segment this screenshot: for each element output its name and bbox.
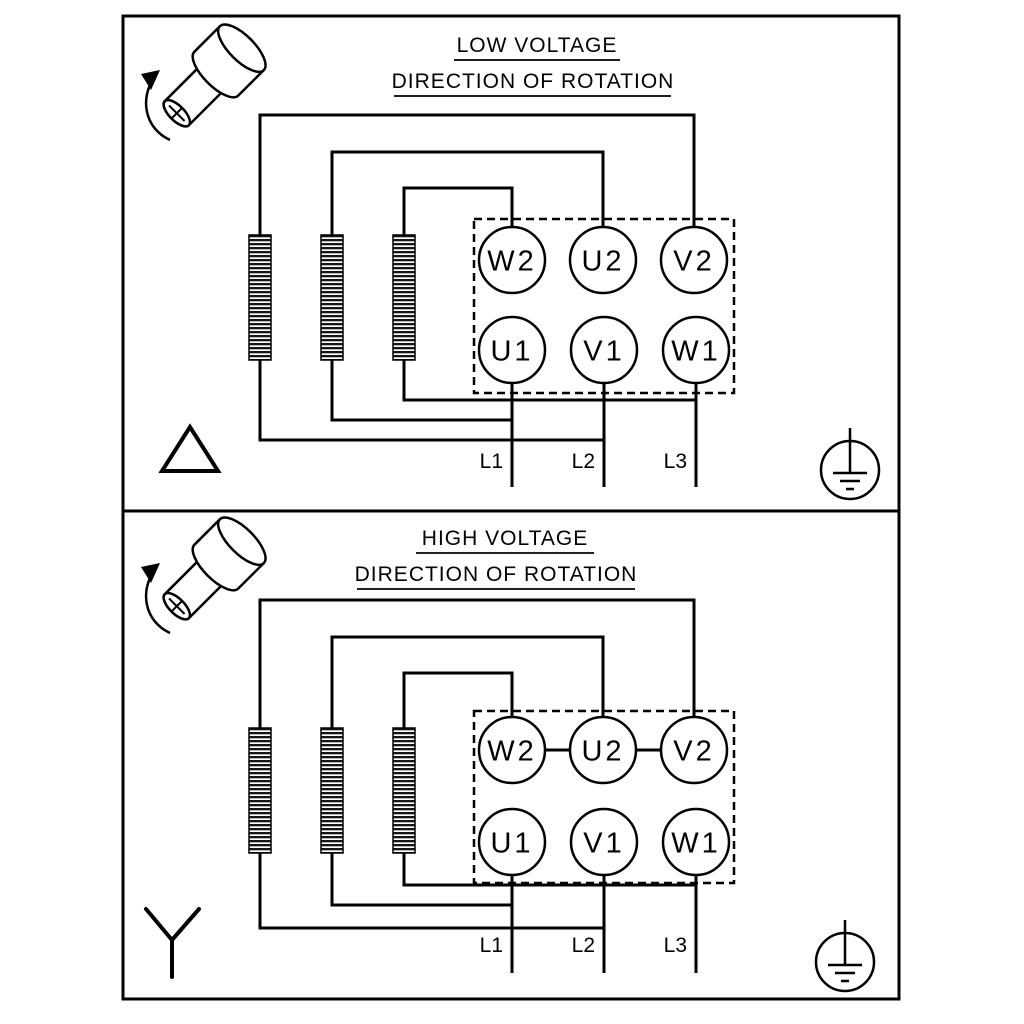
terminal-v1 [569, 807, 639, 877]
terminal-label: W2 [487, 735, 537, 767]
wye-connection-icon [144, 907, 201, 979]
wiring-high-voltage [258, 598, 698, 973]
earth-ground-icon [819, 426, 881, 501]
lead-label-l2: L2 [572, 934, 595, 957]
winding-coil-2 [320, 727, 344, 854]
wire-coil3-to-w2 [402, 671, 514, 728]
winding-coil-3 [392, 234, 416, 361]
terminal-w2 [477, 225, 547, 295]
terminal-w1 [661, 315, 731, 385]
terminal-label: U2 [581, 735, 624, 767]
lead-label-l3: L3 [664, 450, 687, 473]
terminal-w2 [477, 715, 547, 785]
terminal-v2 [659, 715, 729, 785]
wire-coil1-bottom [258, 360, 604, 442]
terminal-u1 [477, 315, 547, 385]
terminal-label: U1 [490, 335, 533, 367]
terminal-label: W1 [671, 827, 721, 859]
terminal-v2 [659, 225, 729, 295]
terminal-label: V1 [583, 335, 624, 367]
wire-coil3-to-w2 [402, 186, 514, 235]
lead-label-l3: L3 [664, 934, 687, 957]
terminal-label: V1 [583, 827, 624, 859]
winding-coil-2 [320, 234, 344, 361]
wire-coil1-to-v2 [258, 598, 696, 728]
terminal-label: V2 [673, 245, 714, 277]
panel-low-voltage: LOW VOLTAGE DIRECTION OF ROTATION [139, 16, 881, 501]
wire-coil2-bottom [330, 853, 512, 907]
panel-title: HIGH VOLTAGE [422, 527, 588, 550]
wiring-low-voltage [258, 113, 698, 487]
wire-coil2-bottom [330, 360, 512, 422]
terminal-label: U1 [490, 827, 533, 859]
terminal-label: W2 [487, 245, 537, 277]
terminal-u2 [568, 715, 638, 785]
panel-subtitle: DIRECTION OF ROTATION [392, 70, 675, 93]
terminal-u1 [477, 807, 547, 877]
winding-coil-3 [392, 727, 416, 854]
lead-label-l1: L1 [480, 934, 503, 957]
shaft-rotation-icon [139, 509, 274, 635]
lead-label-l1: L1 [480, 450, 503, 473]
terminal-label: W1 [671, 335, 721, 367]
terminal-board-box [472, 217, 736, 395]
panel-title: LOW VOLTAGE [457, 34, 618, 57]
wire-coil1-bottom [258, 853, 604, 930]
wire-coil3-bottom [402, 360, 696, 402]
wire-coil1-to-v2 [258, 113, 696, 235]
terminal-label: V2 [673, 735, 714, 767]
terminal-w1 [661, 807, 731, 877]
shaft-rotation-icon [139, 16, 274, 142]
diagram-frame [121, 14, 901, 1001]
panel-subtitle: DIRECTION OF ROTATION [355, 563, 638, 586]
wire-coil3-bottom [402, 853, 696, 887]
terminal-u2 [568, 225, 638, 295]
wire-coil2-to-u2 [330, 150, 605, 235]
terminal-board-box [472, 709, 736, 885]
wire-coil2-to-u2 [330, 635, 605, 728]
terminals-high-voltage: W2 U2 V2 U1 V1 W1 [477, 715, 731, 877]
terminal-label: U2 [581, 245, 624, 277]
terminals-low-voltage: W2 U2 V2 U1 V1 W1 [477, 225, 731, 385]
winding-coil-1 [248, 727, 272, 854]
earth-ground-icon [814, 918, 876, 993]
terminal-v1 [569, 315, 639, 385]
delta-connection-icon [158, 423, 222, 473]
lead-label-l2: L2 [572, 450, 595, 473]
panel-high-voltage: HIGH VOLTAGE DIRECTION OF ROTATION [139, 509, 876, 993]
winding-coil-1 [248, 234, 272, 361]
